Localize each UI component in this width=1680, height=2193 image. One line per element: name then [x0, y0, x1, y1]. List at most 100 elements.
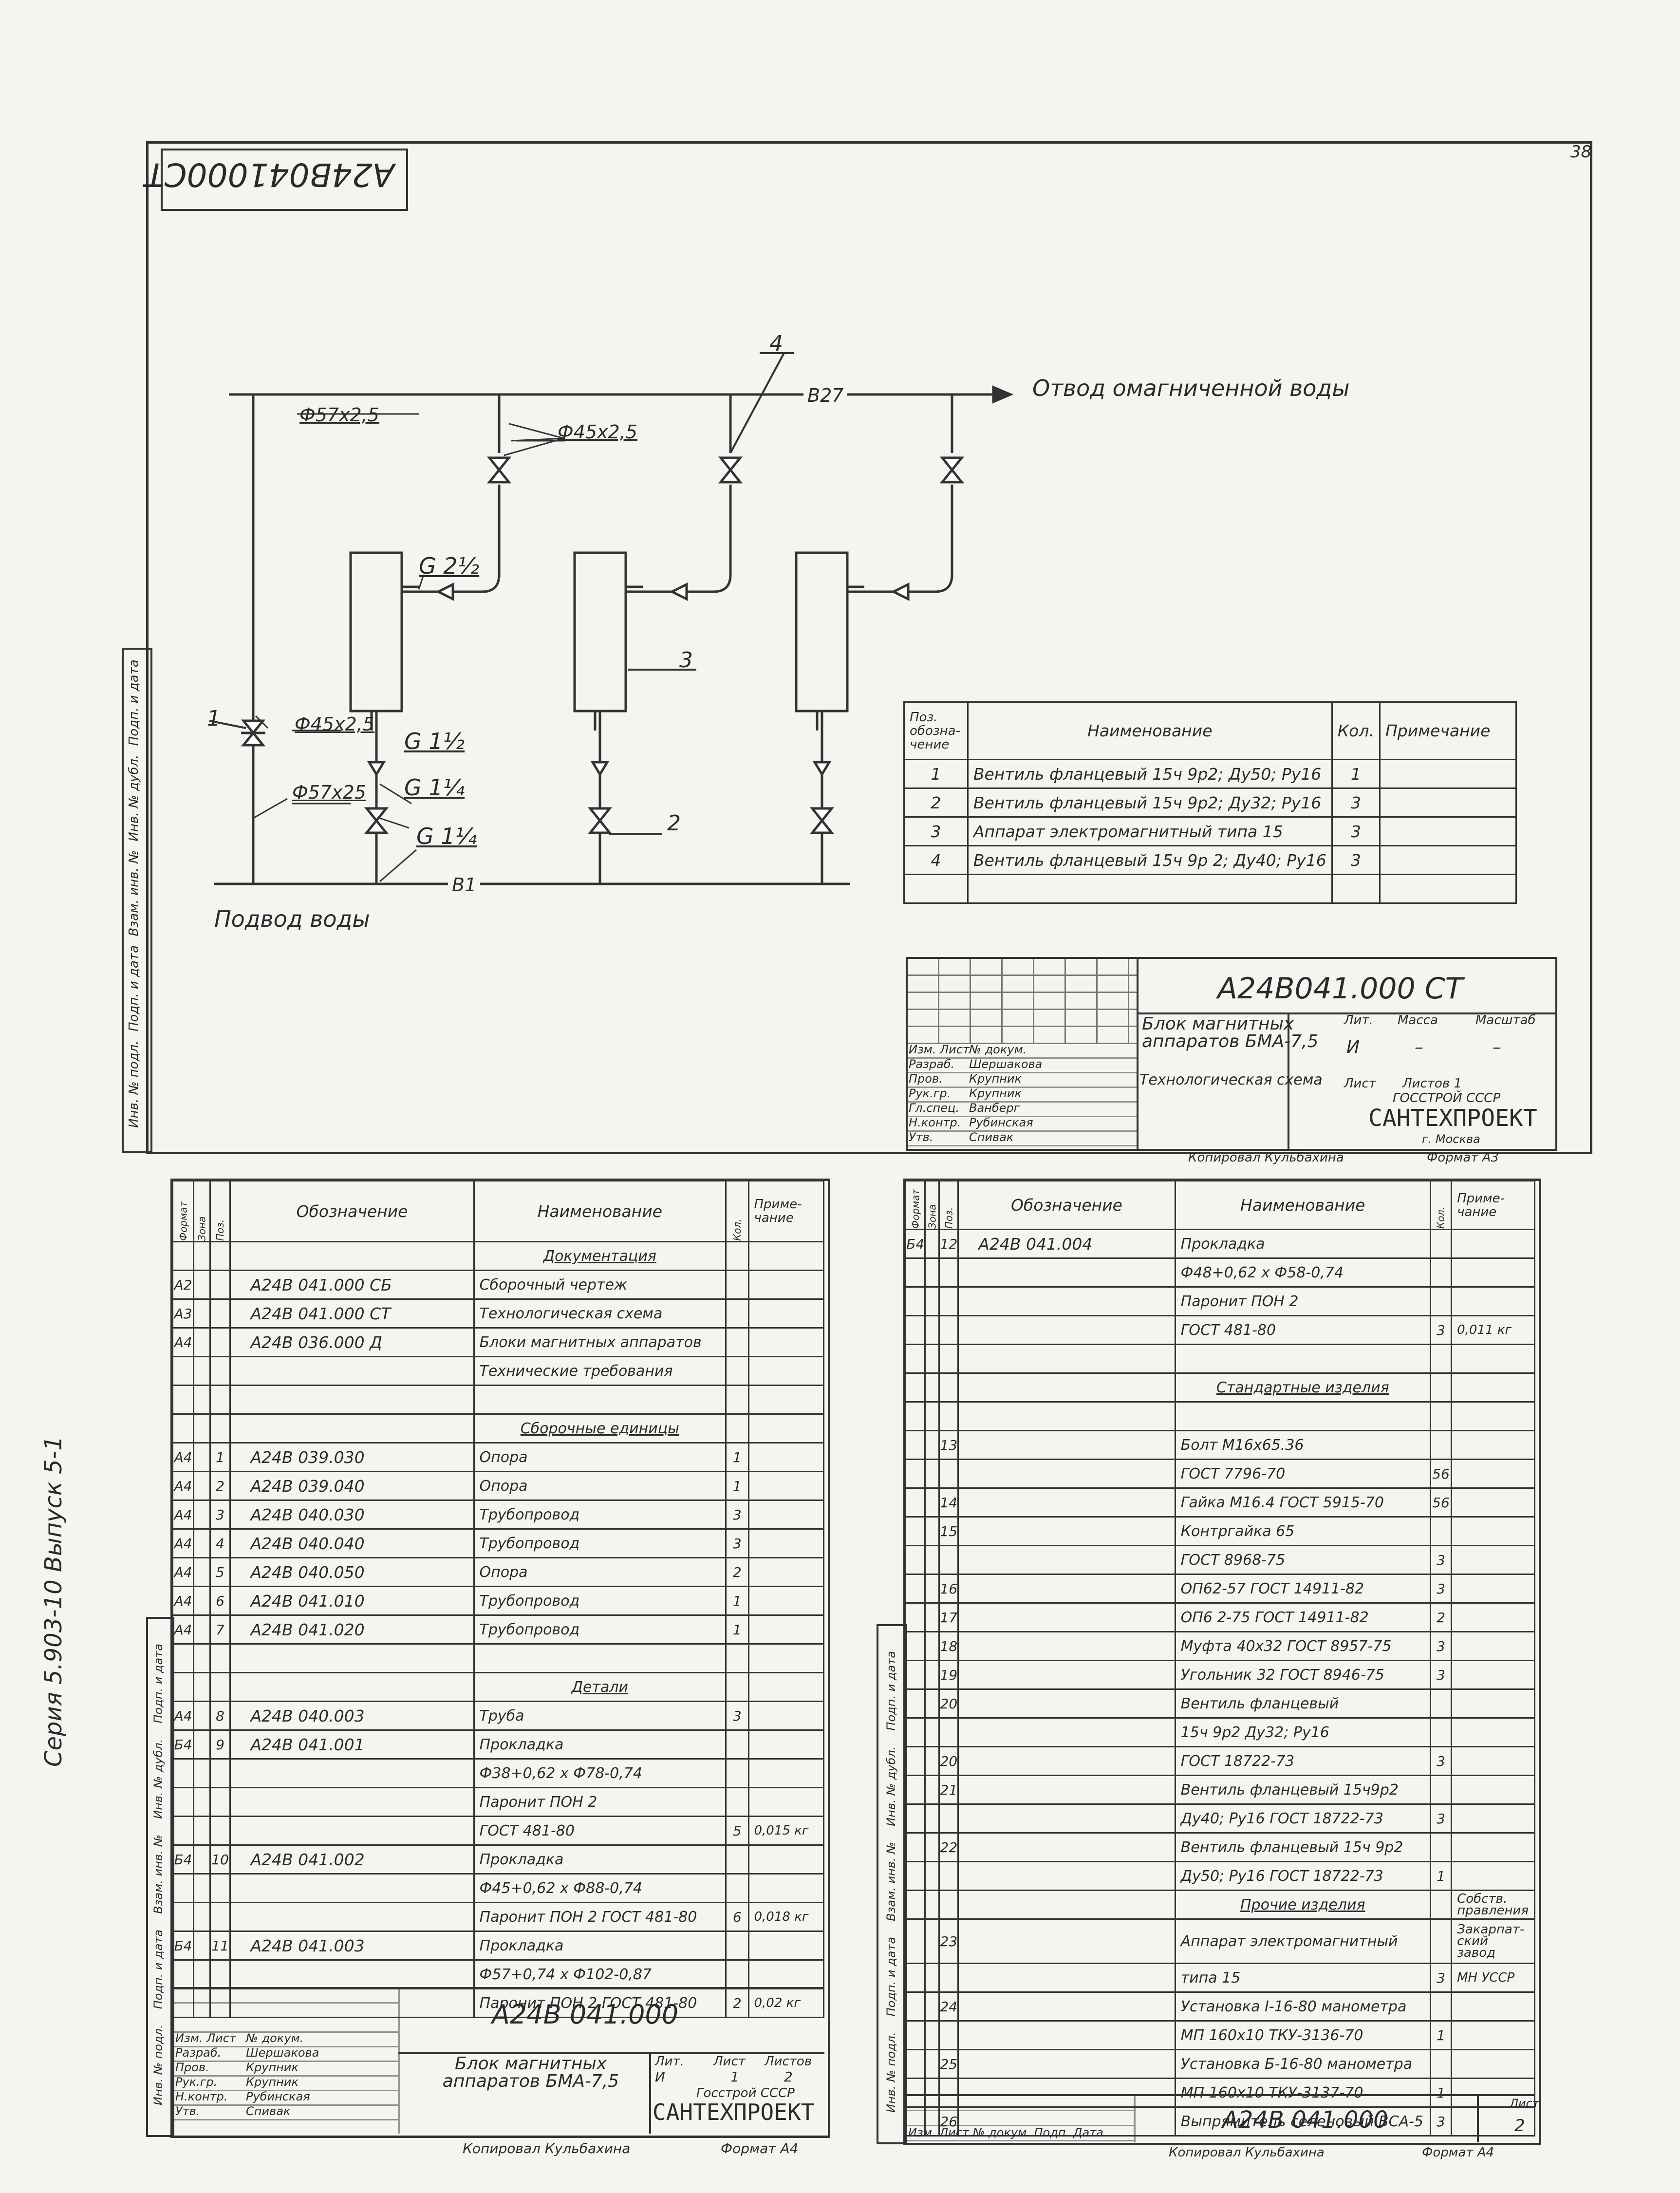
spec-cell-qty: 3 [1429, 1803, 1453, 1834]
spec-cell-zone [193, 1701, 211, 1731]
spec-cell-format [904, 1890, 926, 1920]
spec-cell-zone [924, 1775, 940, 1805]
spec-row: 15ч 9р2 Ду32; Ру16 [904, 1717, 1535, 1747]
spec-cell-code [957, 1315, 1176, 1345]
spec-cell-name: Технические требования [473, 1356, 727, 1386]
spec-cell-name: Ду50; Ру16 ГОСТ 18722-73 [1174, 1861, 1431, 1891]
spec-cell-qty: 3 [725, 1701, 749, 1731]
spec-cell-name: ОП62-57 ГОСТ 14911-82 [1174, 1574, 1431, 1604]
spec-cell-code [957, 1861, 1176, 1891]
spec-cell-code [957, 1516, 1176, 1546]
spec-row: Ф48+0,62 х Ф58-0,74 [904, 1257, 1535, 1288]
spec-cell-format [904, 1574, 926, 1604]
spec-cell-name: Муфта 40х32 ГОСТ 8957-75 [1174, 1631, 1431, 1661]
spec-cell-code: А24В 041.010 [229, 1586, 475, 1616]
spec-cell-format [171, 1413, 195, 1443]
spec-cell-zone [193, 1356, 211, 1386]
spec-cell-zone [924, 1631, 940, 1661]
title-right-sheet-label: Лист [1510, 2097, 1539, 2110]
spec-cell-code [229, 1959, 475, 1989]
spec-cell-format: А3 [171, 1298, 195, 1329]
spec-left-h-zone: Зона [193, 1181, 210, 1242]
spec-cell-qty: 56 [1429, 1487, 1453, 1518]
spec-cell-name: Прочие изделия [1174, 1890, 1431, 1920]
spec-right-h-format: Формат [905, 1181, 925, 1230]
dim-57-bottom: Ф57х25 [292, 782, 366, 803]
spec-cell-note [747, 1557, 824, 1587]
spec-cell-format: А2 [171, 1270, 195, 1300]
title-block-left [172, 1987, 824, 2134]
legend-header-pos: Поз. обозна- чение [903, 701, 969, 760]
spec-cell-qty [1429, 1257, 1453, 1288]
spec-cell-zone [924, 1574, 940, 1604]
spec-cell-name: ГОСТ 481-80 [1174, 1315, 1431, 1345]
spec-left-h-name: Наименование [473, 1180, 727, 1242]
spec-cell-qty: 3 [725, 1499, 749, 1530]
spec-cell-format [171, 1356, 195, 1386]
spec-cell-pos [209, 1787, 231, 1817]
spec-cell-note [747, 1758, 824, 1788]
spec-cell-name: Болт М16х65.36 [1174, 1430, 1431, 1460]
title-left-format: Формат А4 [721, 2140, 799, 2156]
spec-cell-code [957, 1631, 1176, 1661]
spec-cell-name: Трубопровод [473, 1528, 727, 1558]
spec-cell-name: Прокладка [473, 1844, 727, 1874]
spec-cell-pos: 22 [938, 1832, 959, 1862]
left-spec-frame [170, 1179, 830, 2138]
spec-cell-format [904, 1963, 926, 1993]
spec-cell-pos: 2 [209, 1471, 231, 1501]
right-spec-frame [903, 1179, 1541, 2145]
title-top-lit-label: Лит. [1344, 1013, 1373, 1028]
spec-cell-code [957, 1963, 1176, 1993]
spec-cell-zone [193, 1729, 211, 1760]
spec-cell-qty [725, 1356, 749, 1386]
spec-cell-code [957, 1918, 1176, 1965]
spec-cell-zone [924, 1963, 940, 1993]
spec-cell-name: Паронит ПОН 2 ГОСТ 481-80 [473, 1988, 727, 2018]
spec-cell-name: ОП6 2-75 ГОСТ 14911-82 [1174, 1602, 1431, 1632]
spec-cell-zone [924, 1991, 940, 2022]
spec-row: Технические требования [171, 1356, 824, 1386]
spec-cell-format [171, 1787, 195, 1817]
spec-cell-name: Паронит ПОН 2 [1174, 1286, 1431, 1316]
spec-cell-note: Собств. правления [1451, 1890, 1535, 1920]
spec-cell-qty [725, 1241, 749, 1271]
spec-cell-code [957, 1344, 1176, 1374]
spec-cell-zone [924, 1918, 940, 1965]
spec-row: Детали [171, 1672, 824, 1702]
spec-cell-name: Трубопровод [473, 1499, 727, 1530]
spec-cell-zone [924, 1746, 940, 1776]
spec-cell-qty: 1 [725, 1442, 749, 1472]
spec-right-h-zone: Зона [925, 1181, 939, 1230]
spec-cell-code: А24В 039.040 [229, 1471, 475, 1501]
spec-cell-note [1451, 1459, 1535, 1489]
spec-cell-format [904, 1487, 926, 1518]
spec-cell-pos: 4 [209, 1528, 231, 1558]
spec-cell-note [1451, 2049, 1535, 2080]
title-top-brand: САНТЕХПРОЕКТ [1368, 1105, 1537, 1132]
spec-cell-zone [924, 1688, 940, 1719]
spec-cell-pos: 13 [938, 1430, 959, 1460]
spec-cell-pos: 25 [938, 2049, 959, 2080]
spec-cell-qty [1429, 1516, 1453, 1546]
spec-cell-pos: 23 [938, 1918, 959, 1965]
spec-cell-format [904, 1401, 926, 1431]
spec-cell-code [957, 1401, 1176, 1431]
legend-row [903, 874, 1517, 904]
spec-cell-format [904, 1991, 926, 2022]
spec-cell-format [904, 1516, 926, 1546]
spec-cell-format [904, 1372, 926, 1403]
spec-cell-note [1451, 2020, 1535, 2051]
spec-row: Паронит ПОН 2 [171, 1787, 824, 1817]
spec-cell-qty: 1 [725, 1471, 749, 1501]
spec-cell-pos: 15 [938, 1516, 959, 1546]
side-stamp-top [122, 648, 152, 1153]
spec-cell-note [747, 1270, 824, 1300]
spec-cell-pos [938, 1372, 959, 1403]
spec-cell-format [171, 1758, 195, 1788]
spec-cell-zone [193, 1902, 211, 1932]
